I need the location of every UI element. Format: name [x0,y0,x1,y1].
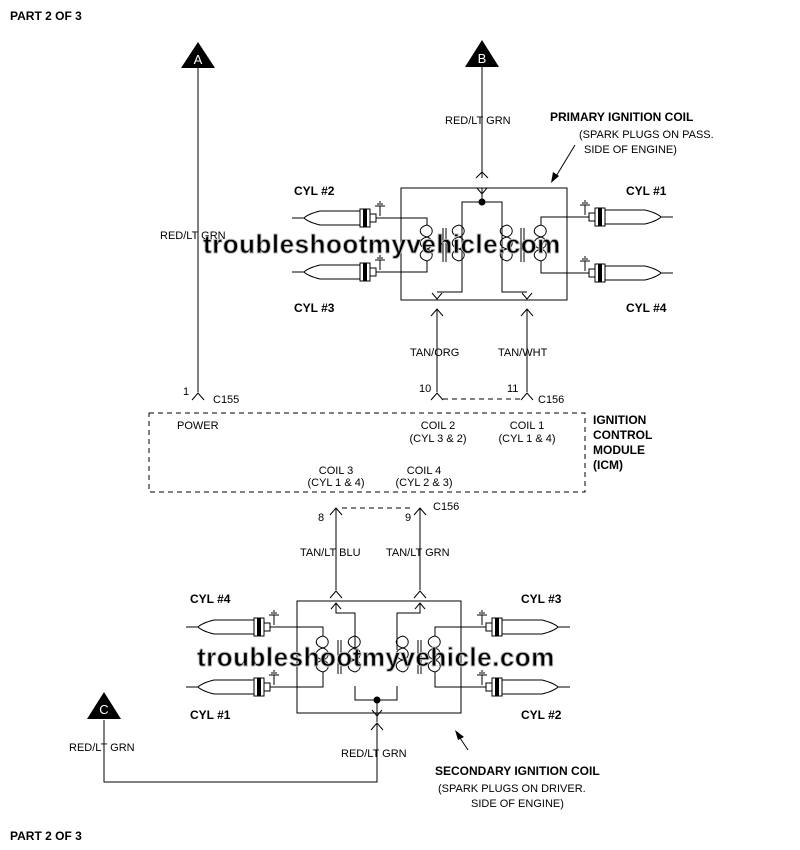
connector-c: C [87,692,121,719]
icm-title-4: (ICM) [593,458,623,472]
secondary-cyl2-label: CYL #2 [521,708,562,722]
wire-secondary-feed [103,720,378,783]
icm-coil3-cyl: (CYL 1 & 4) [307,477,364,489]
watermark-top: troubleshootmyvehicle.com [203,229,561,259]
connector-b: B [465,40,499,67]
wire-tan-org-label: TAN/ORG [410,347,459,359]
c156-bottom-label: C156 [433,501,459,513]
pin-11: 11 [507,383,518,395]
page-marker-top: PART 2 OF 3 [10,9,82,23]
icm-title-1: IGNITION [593,413,646,427]
primary-right-coil [499,216,589,274]
page-marker-bottom: PART 2 OF 3 [10,829,82,843]
pin-10: 10 [419,383,431,395]
icm-box [148,412,586,493]
wire-tan-lt-blu-label: TAN/LT BLU [300,547,361,559]
secondary-cyl1-label: CYL #1 [190,708,231,722]
secondary-left-coil [270,626,361,688]
primary-coil-note-1: (SPARK PLUGS ON PASS. [579,129,714,141]
spark-plug-cyl3 [291,255,386,282]
secondary-cyl4-label: CYL #4 [190,592,231,606]
spark-plug-secondary-cyl3 [476,610,571,637]
spark-plug-cyl2 [291,201,386,228]
wire-a-label: RED/LT GRN [160,230,226,242]
spark-plug-secondary-cyl4 [185,610,280,637]
secondary-right-coil [395,626,486,688]
primary-coil-note-2: SIDE OF ENGINE) [584,144,677,156]
icm-coil4: COIL 4 [407,465,441,477]
icm-title-3: MODULE [593,443,645,457]
c155-fork [191,392,205,401]
wire-b-label: RED/LT GRN [445,115,511,127]
primary-coil-title: PRIMARY IGNITION COIL [550,110,693,124]
spark-plug-secondary-cyl1 [185,670,280,697]
primary-cyl1-label: CYL #1 [626,184,667,198]
icm-power: POWER [177,420,219,432]
secondary-cyl3-label: CYL #3 [521,592,562,606]
primary-left-coil [376,217,465,273]
icm-title-2: CONTROL [593,428,652,442]
secondary-coil-note-1: (SPARK PLUGS ON DRIVER. [438,783,586,795]
wire-tan-wht-label: TAN/WHT [498,347,548,359]
primary-coil-box [400,187,568,301]
c155-label: C155 [213,394,239,406]
spark-plug-cyl4 [579,256,674,283]
connector-a: A [181,42,215,68]
c155-pin: 1 [183,386,189,398]
connector-c-letter: C [99,702,108,717]
icm-coil1: COIL 1 [510,420,544,432]
primary-pointer-arrow [554,144,576,179]
icm-coil1-cyl: (CYL 1 & 4) [498,433,555,445]
watermark-bottom: troubleshootmyvehicle.com [197,642,555,672]
spark-plug-cyl1 [579,200,674,227]
pin-9: 9 [405,512,411,524]
primary-cyl3-label: CYL #3 [294,301,335,315]
icm-coil2-cyl: (CYL 3 & 2) [409,433,466,445]
connector-a-letter: A [194,52,203,67]
primary-cyl4-label: CYL #4 [626,301,667,315]
wire-c-label: RED/LT GRN [69,742,135,754]
primary-cyl2-label: CYL #2 [294,184,335,198]
pin-8: 8 [318,512,324,524]
icm-coil3: COIL 3 [319,465,353,477]
connector-b-letter: B [478,51,487,66]
secondary-coil-note-2: SIDE OF ENGINE) [471,798,564,810]
spark-plug-secondary-cyl2 [476,670,571,697]
wire-secondary-feed-label: RED/LT GRN [341,748,407,760]
icm-coil2: COIL 2 [421,420,455,432]
icm-coil4-cyl: (CYL 2 & 3) [395,477,452,489]
c156-top-label: C156 [538,394,564,406]
secondary-coil-title: SECONDARY IGNITION COIL [435,764,600,778]
wire-tan-lt-grn-label: TAN/LT GRN [386,547,450,559]
